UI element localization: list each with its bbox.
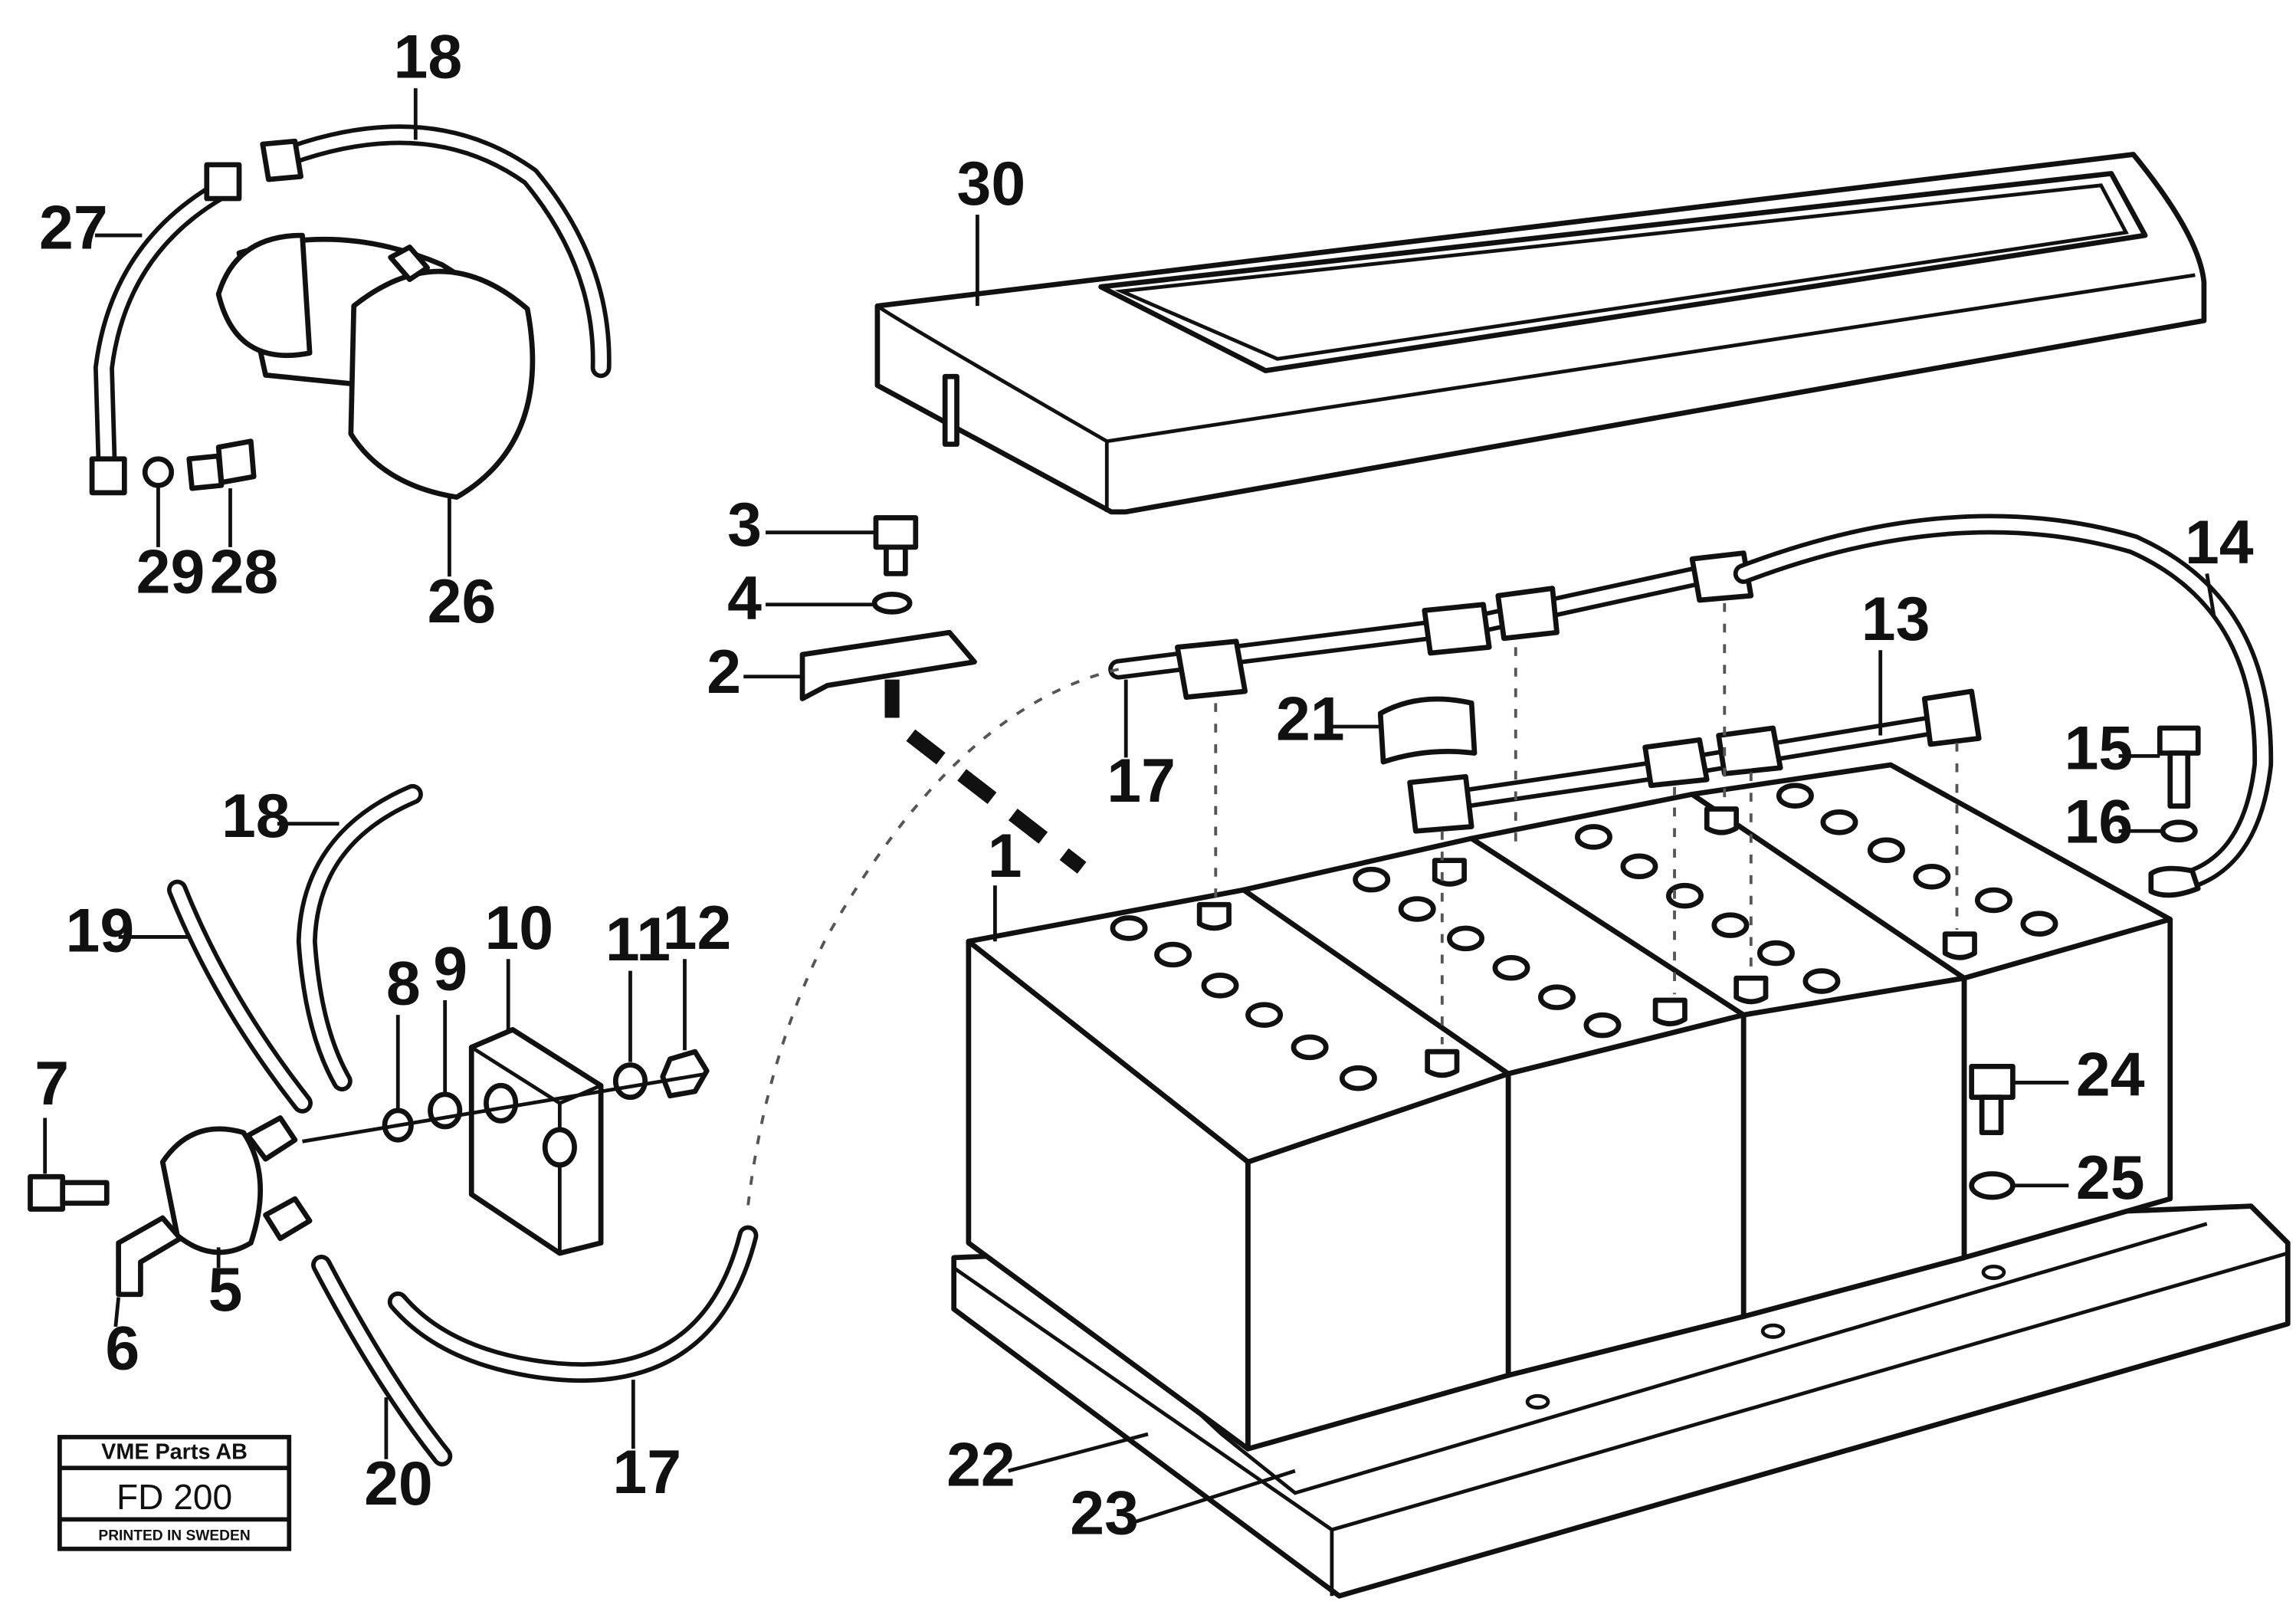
document-stamp: VME Parts AB FD 200 PRINTED IN SWEDEN bbox=[57, 1435, 292, 1551]
callout-7: 7 bbox=[34, 1049, 69, 1118]
cable-washer bbox=[2160, 819, 2198, 843]
cell-caps bbox=[1110, 783, 2058, 1091]
callout-22: 22 bbox=[946, 1430, 1015, 1499]
starter-cable-27 bbox=[89, 162, 242, 496]
callout-30: 30 bbox=[957, 149, 1026, 218]
callout-3: 3 bbox=[727, 491, 762, 560]
callout-8: 8 bbox=[386, 950, 421, 1019]
callout-10: 10 bbox=[484, 894, 553, 963]
callout-13: 13 bbox=[1861, 585, 1930, 654]
clamp-bracket bbox=[799, 629, 977, 701]
callout-1: 1 bbox=[988, 822, 1022, 891]
callout-26: 26 bbox=[428, 567, 497, 636]
callout-18-bottom: 18 bbox=[221, 782, 290, 851]
callout-23: 23 bbox=[1070, 1479, 1139, 1548]
starter-motor bbox=[215, 232, 536, 500]
stamp-printed: PRINTED IN SWEDEN bbox=[98, 1528, 250, 1544]
starter-bolt-28 bbox=[186, 438, 257, 491]
ground-cable bbox=[387, 1225, 759, 1383]
bracket-bolt bbox=[873, 515, 919, 576]
stamp-code: FD 200 bbox=[116, 1477, 232, 1517]
main-switch bbox=[28, 1115, 313, 1298]
positive-cable bbox=[1733, 514, 2274, 898]
callout-20: 20 bbox=[364, 1449, 433, 1518]
callout-5: 5 bbox=[208, 1255, 243, 1324]
callout-27: 27 bbox=[39, 193, 108, 262]
terminal-connecting-cables bbox=[1108, 550, 1982, 1045]
starter-cable-18 bbox=[260, 124, 612, 379]
callout-28: 28 bbox=[210, 537, 279, 606]
tray-bolt bbox=[1969, 1063, 2016, 1136]
callout-12: 12 bbox=[663, 894, 732, 963]
switch-cable-18 bbox=[296, 783, 423, 1091]
callout-11: 11 bbox=[605, 905, 671, 974]
callout-21: 21 bbox=[1276, 684, 1345, 753]
callout-16: 16 bbox=[2065, 788, 2134, 857]
tray-washer bbox=[1969, 1171, 2016, 1200]
batteries bbox=[966, 762, 2173, 1452]
callout-4: 4 bbox=[727, 564, 762, 633]
starter-washer-29 bbox=[142, 456, 175, 488]
callout-9: 9 bbox=[433, 935, 467, 1004]
switch-cable-19 bbox=[166, 879, 313, 1114]
callouts: 1 2 3 4 5 6 7 8 9 10 11 12 13 14 15 16 1 bbox=[34, 23, 2254, 1548]
switch-cable-20 bbox=[311, 1254, 453, 1467]
nut-12 bbox=[660, 1049, 710, 1099]
stamp-company: VME Parts AB bbox=[101, 1440, 248, 1465]
callout-15: 15 bbox=[2065, 714, 2134, 783]
washer-11 bbox=[612, 1062, 648, 1101]
cable-bolt bbox=[2157, 725, 2201, 809]
callout-29: 29 bbox=[136, 537, 205, 606]
battery-lid bbox=[874, 152, 2207, 515]
callout-6: 6 bbox=[105, 1314, 139, 1383]
bracket-hook-line bbox=[884, 679, 1087, 874]
callout-14: 14 bbox=[2185, 508, 2254, 577]
callout-25: 25 bbox=[2076, 1144, 2145, 1213]
callout-24: 24 bbox=[2076, 1041, 2145, 1110]
callout-18-top: 18 bbox=[394, 23, 463, 92]
bracket-washer bbox=[871, 591, 913, 615]
callout-2: 2 bbox=[707, 638, 741, 707]
washer-9 bbox=[428, 1091, 463, 1130]
callout-17-bottom: 17 bbox=[612, 1438, 681, 1507]
switch-holder-block bbox=[468, 1027, 604, 1256]
terminal-cover bbox=[1377, 696, 1478, 765]
callout-17-top: 17 bbox=[1107, 747, 1176, 816]
callout-19: 19 bbox=[66, 897, 135, 966]
